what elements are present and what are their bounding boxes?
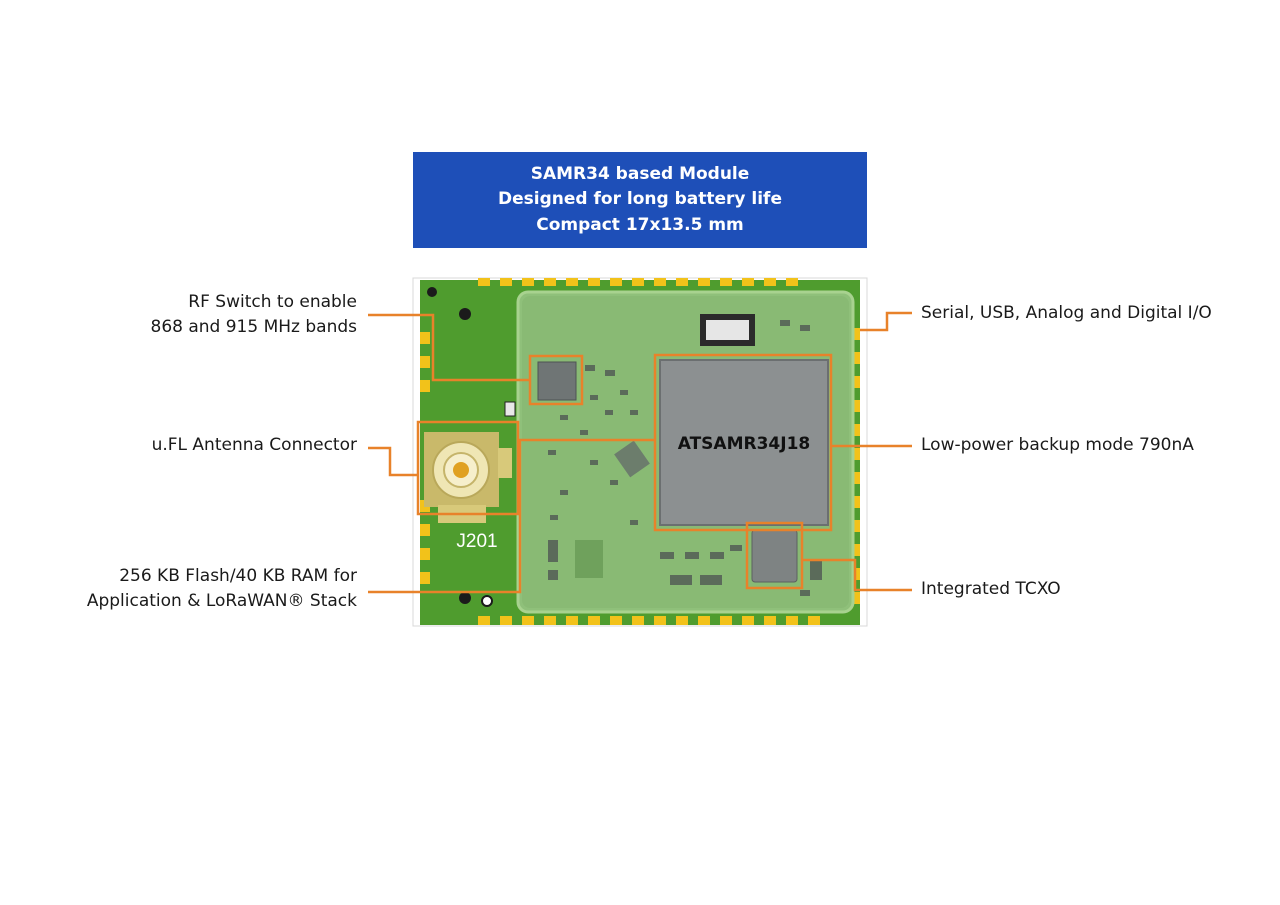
mounting-hole xyxy=(459,592,471,604)
callout-antenna: u.FL Antenna Connector xyxy=(152,433,357,458)
chip-label: ATSAMR34J18 xyxy=(678,434,810,454)
title-banner: SAMR34 based Module Designed for long ba… xyxy=(413,152,867,248)
callout-rf-switch-line-1: RF Switch to enable xyxy=(188,292,357,312)
connector-ref-label: J201 xyxy=(456,531,497,552)
callout-lines xyxy=(368,311,912,594)
banner-line-2: Designed for long battery life xyxy=(498,189,782,210)
callout-antenna-line-1: u.FL Antenna Connector xyxy=(151,435,357,455)
callout-flash-ram: 256 KB Flash/40 KB RAM for Application &… xyxy=(87,564,357,614)
top-edge-pads xyxy=(478,278,798,286)
rf-switch-chip xyxy=(537,361,577,401)
callout-tcxo: Integrated TCXO xyxy=(921,577,1061,602)
atsamr34-chip xyxy=(659,359,829,526)
banner-line-1: SAMR34 based Module xyxy=(530,163,750,184)
callout-backup: Low-power backup mode 790nA xyxy=(921,433,1194,458)
mounting-hole xyxy=(459,308,471,320)
tcxo-component xyxy=(751,529,798,583)
bottom-edge-pads xyxy=(478,616,820,625)
callout-backup-line-1: Low-power backup mode 790nA xyxy=(921,435,1194,455)
banner-line-3: Compact 17x13.5 mm xyxy=(536,214,744,235)
mounting-hole xyxy=(427,287,437,297)
callout-io-line-1: Serial, USB, Analog and Digital I/O xyxy=(921,303,1212,323)
ufl-connector-icon xyxy=(424,432,512,523)
via-hole xyxy=(481,595,493,607)
callout-rf-switch: RF Switch to enable 868 and 915 MHz band… xyxy=(151,290,358,340)
callout-tcxo-line-1: Integrated TCXO xyxy=(921,579,1061,599)
callout-flash-ram-line-1: 256 KB Flash/40 KB RAM for xyxy=(119,566,357,586)
callout-rf-switch-line-2: 868 and 915 MHz bands xyxy=(150,317,358,337)
right-edge-pads xyxy=(850,328,860,604)
callout-io: Serial, USB, Analog and Digital I/O xyxy=(921,301,1212,326)
callout-flash-ram-line-2: Application & LoRaWAN® Stack xyxy=(86,591,357,611)
